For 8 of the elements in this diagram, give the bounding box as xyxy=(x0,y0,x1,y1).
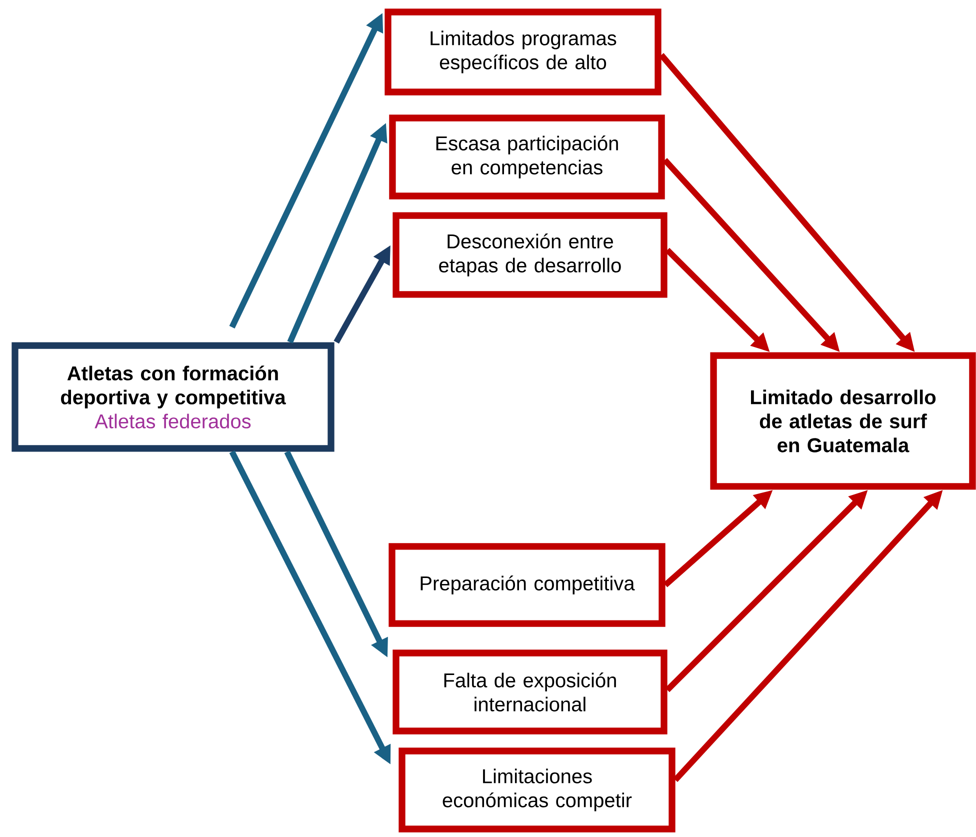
factor-box: Desconexión entre etapas de desarrollo xyxy=(392,212,668,298)
factor-box: Preparación competitiva xyxy=(388,543,666,627)
source-box: Atletas con formación deportiva y competitiva Atletas federados xyxy=(12,342,334,452)
factor-box: Limitaciones económicas competir xyxy=(398,748,676,832)
factor-box: Limitados programas específicos de alto xyxy=(384,8,662,96)
outcome-box: Limitado desarrollo de atletas de surf en Guatemala xyxy=(710,352,976,490)
factor-box: Escasa participación en competencias xyxy=(389,114,665,200)
factor-box: Falta de exposición internacional xyxy=(392,650,668,734)
